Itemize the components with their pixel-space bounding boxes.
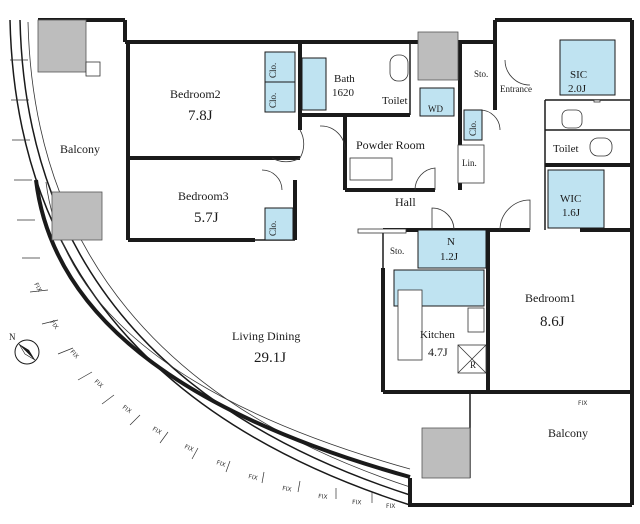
sic-name: SIC	[570, 69, 587, 81]
bedroom1-size: 8.6J	[540, 314, 565, 330]
fix-label: FIX	[318, 493, 328, 501]
closet	[264, 51, 296, 83]
fix-label: FIX	[69, 349, 80, 361]
closet-label: Clo.	[268, 63, 278, 78]
kitchen-size: 4.7J	[428, 345, 448, 359]
compass-north-label: N	[9, 332, 16, 342]
fix-label: FIX	[248, 473, 259, 482]
n-closet-size: 1.2J	[440, 251, 459, 263]
fix-label: FIX	[352, 499, 362, 506]
storage-areas	[264, 39, 616, 307]
storage-top-label: Sto.	[474, 69, 488, 79]
fix-label: FIX	[32, 282, 43, 294]
column	[51, 191, 103, 241]
compass: N	[9, 332, 40, 365]
lin-label: Lin.	[462, 158, 477, 168]
fix-labels: FIX FIX FIX FIX FIX FIX FIX FIX FIX FIX …	[32, 282, 587, 510]
sic-size: 2.0J	[568, 83, 587, 95]
curved-facade	[9, 19, 411, 506]
hall-label: Hall	[395, 195, 416, 209]
closet	[463, 109, 483, 141]
fix-label: FIX	[282, 485, 292, 494]
wic-name: WIC	[560, 193, 581, 205]
closet-label: Clo.	[468, 121, 478, 136]
refrigerator-label: R	[470, 360, 476, 370]
toilet-fixture	[561, 109, 583, 129]
column	[417, 31, 459, 81]
toilet-fixture	[389, 54, 409, 82]
living-dining-size: 29.1J	[254, 350, 286, 366]
fix-label: FIX	[121, 404, 133, 415]
interior-walls	[128, 20, 632, 394]
door-swings	[261, 59, 531, 231]
cooktop	[467, 307, 485, 333]
column	[37, 19, 87, 73]
bathtub	[301, 57, 327, 111]
wic-size: 1.6J	[562, 207, 581, 219]
n-closet	[417, 229, 487, 269]
toilet-fixture	[589, 137, 613, 157]
bedroom3-name: Bedroom3	[178, 189, 229, 203]
facade-panels	[10, 59, 373, 503]
structural-columns	[37, 19, 601, 479]
wic-closet	[547, 169, 605, 229]
entrance-label: Entrance	[500, 84, 532, 94]
fixtures	[349, 54, 613, 374]
closet-label: Clo.	[268, 221, 278, 236]
living-dining-name: Living Dining	[232, 329, 300, 343]
wd-area	[419, 87, 455, 117]
fix-label: FIX	[48, 319, 59, 331]
storage-mid-label: Sto.	[390, 246, 404, 256]
bath-size: 1620	[332, 87, 355, 99]
toilet-top-label: Toilet	[382, 95, 408, 107]
closet	[264, 207, 294, 241]
room-labels: Balcony Balcony Bedroom2 7.8J Bedroom3 5…	[60, 63, 588, 440]
fix-label: FIX	[578, 400, 587, 407]
bedroom2-name: Bedroom2	[170, 87, 221, 101]
balcony-left-label: Balcony	[60, 142, 100, 156]
column-notch	[85, 61, 101, 77]
wd-label: WD	[428, 104, 443, 114]
closet-label: Clo.	[268, 93, 278, 108]
vanity	[349, 157, 393, 181]
sic-closet	[559, 39, 616, 96]
fix-label: FIX	[183, 443, 194, 453]
kitchen-island	[397, 289, 423, 361]
fix-label: FIX	[93, 378, 105, 389]
column-notch	[593, 99, 601, 103]
balcony-right-label: Balcony	[548, 426, 588, 440]
powder-room-label: Powder Room	[356, 138, 426, 152]
column	[421, 427, 471, 479]
bedroom2-size: 7.8J	[188, 108, 213, 124]
sliding-door-rail	[357, 228, 407, 234]
fix-label: FIX	[215, 459, 226, 469]
fix-label: FIX	[386, 503, 395, 510]
bath-name: Bath	[334, 73, 355, 85]
kitchen-name: Kitchen	[420, 329, 455, 341]
toilet-right-label: Toilet	[553, 143, 579, 155]
closet	[264, 81, 296, 113]
bedroom3-size: 5.7J	[194, 210, 219, 226]
bedroom1-name: Bedroom1	[525, 291, 576, 305]
linen-closet	[457, 144, 485, 184]
fix-label: FIX	[151, 426, 163, 437]
n-closet-name: N	[447, 236, 455, 248]
